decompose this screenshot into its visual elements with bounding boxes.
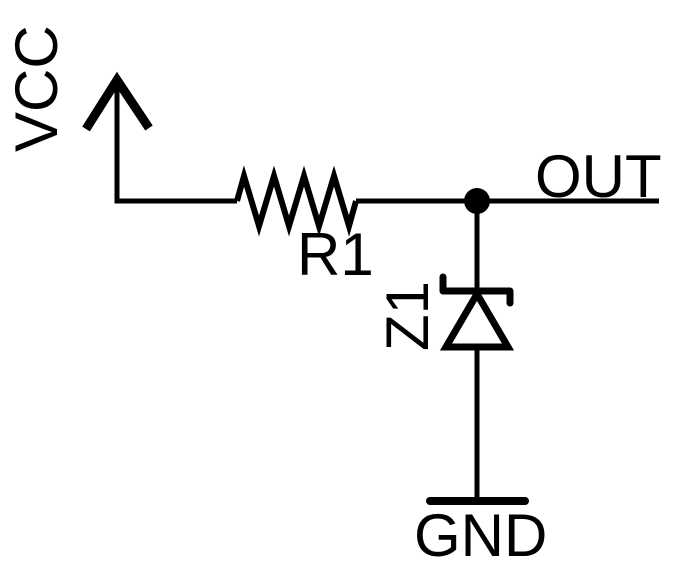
vcc-arrow-stem-and-wire <box>114 84 237 204</box>
vcc-power-symbol <box>82 71 237 204</box>
zener-ref-label: Z1 <box>374 280 441 351</box>
vcc-power-label: VCC <box>3 25 70 152</box>
zener-anode-triangle <box>439 287 515 351</box>
vcc-arrow-head-icon <box>82 71 153 132</box>
ground-label: GND <box>414 502 548 569</box>
resistor-symbol <box>234 165 359 237</box>
resistor-ref-label: R1 <box>297 221 374 288</box>
zener-diode-symbol <box>439 273 515 351</box>
out-net-label: OUT <box>535 143 662 210</box>
